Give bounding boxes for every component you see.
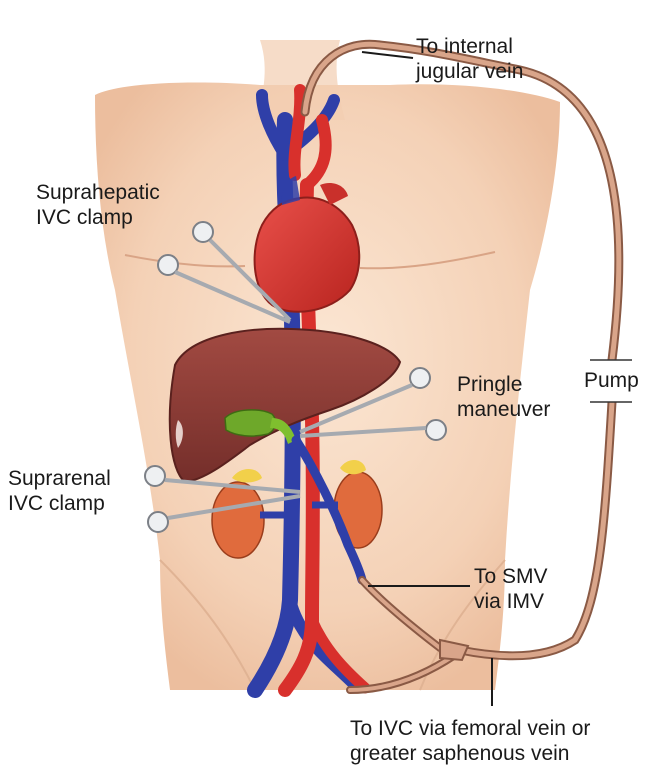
internal-jugular-label: To internal jugular vein [416,34,523,84]
smv-label: To SMV via IMV [474,564,548,614]
leader-jugular [362,52,413,58]
heart [255,197,360,311]
left-kidney [212,482,264,558]
suprarenal-clamp-label: Suprarenal IVC clamp [8,466,111,516]
pump-label: Pump [584,368,639,393]
pringle-label: Pringle maneuver [457,372,550,422]
gallbladder [225,410,275,436]
femoral-label: To IVC via femoral vein or greater saphe… [350,716,590,766]
suprahepatic-clamp-label: Suprahepatic IVC clamp [36,180,160,230]
